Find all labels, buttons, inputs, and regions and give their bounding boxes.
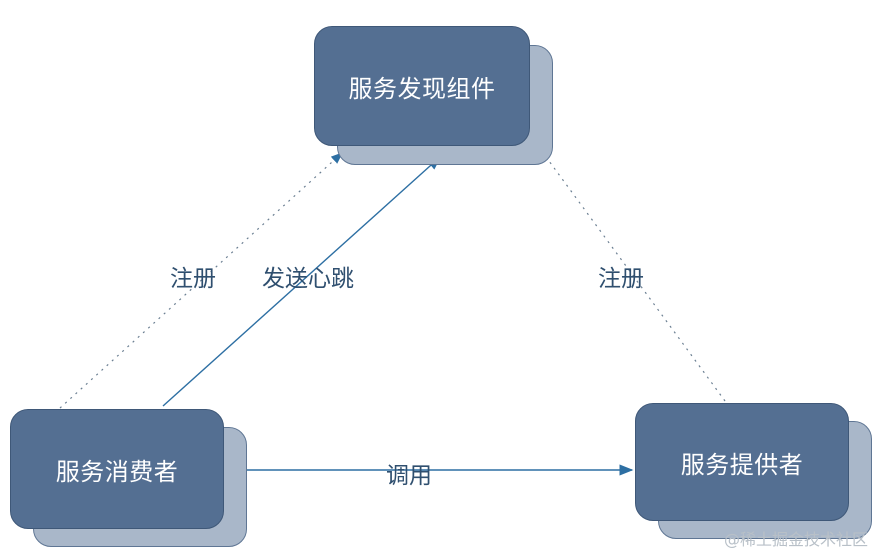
invoke-label: 调用 [386,463,432,489]
provider-node[interactable]: 服务提供者 [635,403,849,521]
consumer-node-label: 服务消费者 [55,457,179,486]
provider-node-label: 服务提供者 [680,450,804,479]
consumer-register-arrow [59,152,343,409]
discovery-node[interactable]: 服务发现组件 [314,26,530,146]
consumer-heartbeat-label: 发送心跳 [262,266,354,292]
provider-register-label: 注册 [598,266,644,292]
consumer-node[interactable]: 服务消费者 [10,409,224,529]
consumer-register-label: 注册 [170,266,216,292]
watermark-text: @稀土掘金技术社区 [723,530,868,549]
discovery-node-label: 服务发现组件 [348,74,496,103]
consumer-heartbeat-arrow [162,156,442,407]
